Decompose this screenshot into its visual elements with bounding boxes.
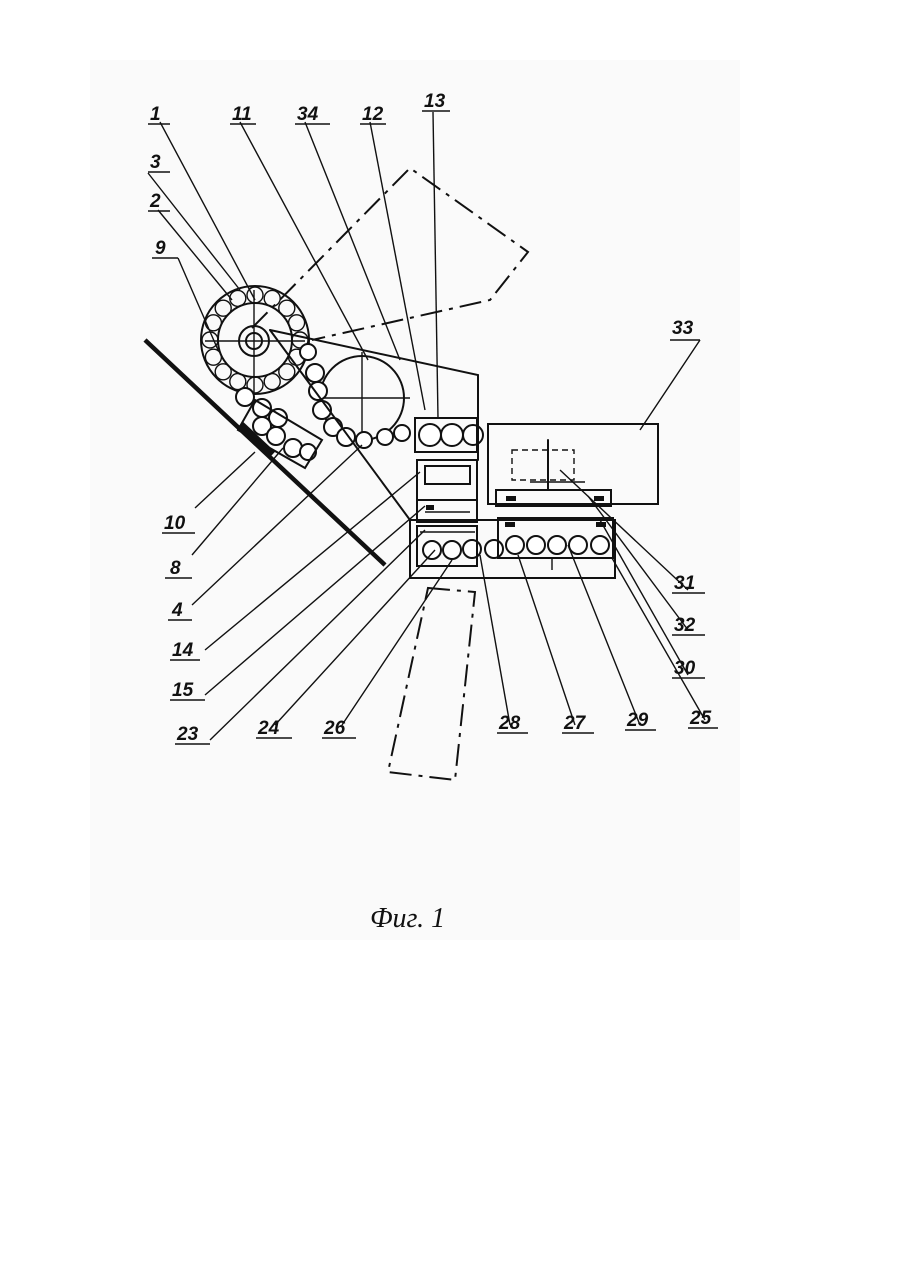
- label-4: 4: [171, 600, 183, 621]
- label-24: 24: [257, 718, 280, 739]
- roller: [548, 536, 566, 554]
- label-26: 26: [323, 718, 346, 739]
- label-33: 33: [672, 318, 694, 339]
- roller: [569, 536, 587, 554]
- label-10: 10: [164, 513, 186, 534]
- roller: [300, 344, 316, 360]
- roller: [377, 429, 393, 445]
- roller: [394, 425, 410, 441]
- label-15: 15: [172, 680, 194, 701]
- label-32: 32: [674, 615, 696, 636]
- label-31: 31: [674, 573, 695, 594]
- label-23: 23: [176, 724, 199, 745]
- roller: [441, 424, 463, 446]
- label-27: 27: [563, 713, 587, 734]
- label-9: 9: [155, 238, 166, 259]
- roller: [236, 388, 254, 406]
- label-14: 14: [172, 640, 194, 661]
- roller: [463, 425, 483, 445]
- label-28: 28: [498, 713, 521, 734]
- roller: [463, 540, 481, 558]
- label-3: 3: [150, 152, 161, 173]
- label-8: 8: [170, 558, 181, 579]
- roller: [443, 541, 461, 559]
- roller: [423, 541, 441, 559]
- label-13: 13: [424, 91, 446, 112]
- roller: [267, 427, 285, 445]
- roller: [309, 382, 327, 400]
- label-11: 11: [232, 104, 252, 125]
- label-29: 29: [626, 710, 649, 731]
- scan-background: [90, 60, 740, 940]
- roller: [506, 536, 524, 554]
- roller: [419, 424, 441, 446]
- roller: [485, 540, 503, 558]
- label-12: 12: [362, 104, 384, 125]
- figure-caption: Фиг. 1: [370, 903, 445, 934]
- label-30: 30: [674, 658, 696, 679]
- label-34: 34: [297, 104, 319, 125]
- label-2: 2: [149, 191, 161, 212]
- roller: [306, 364, 324, 382]
- roller: [527, 536, 545, 554]
- label-1: 1: [150, 104, 161, 125]
- label-25: 25: [689, 708, 712, 729]
- roller: [356, 432, 372, 448]
- roller: [591, 536, 609, 554]
